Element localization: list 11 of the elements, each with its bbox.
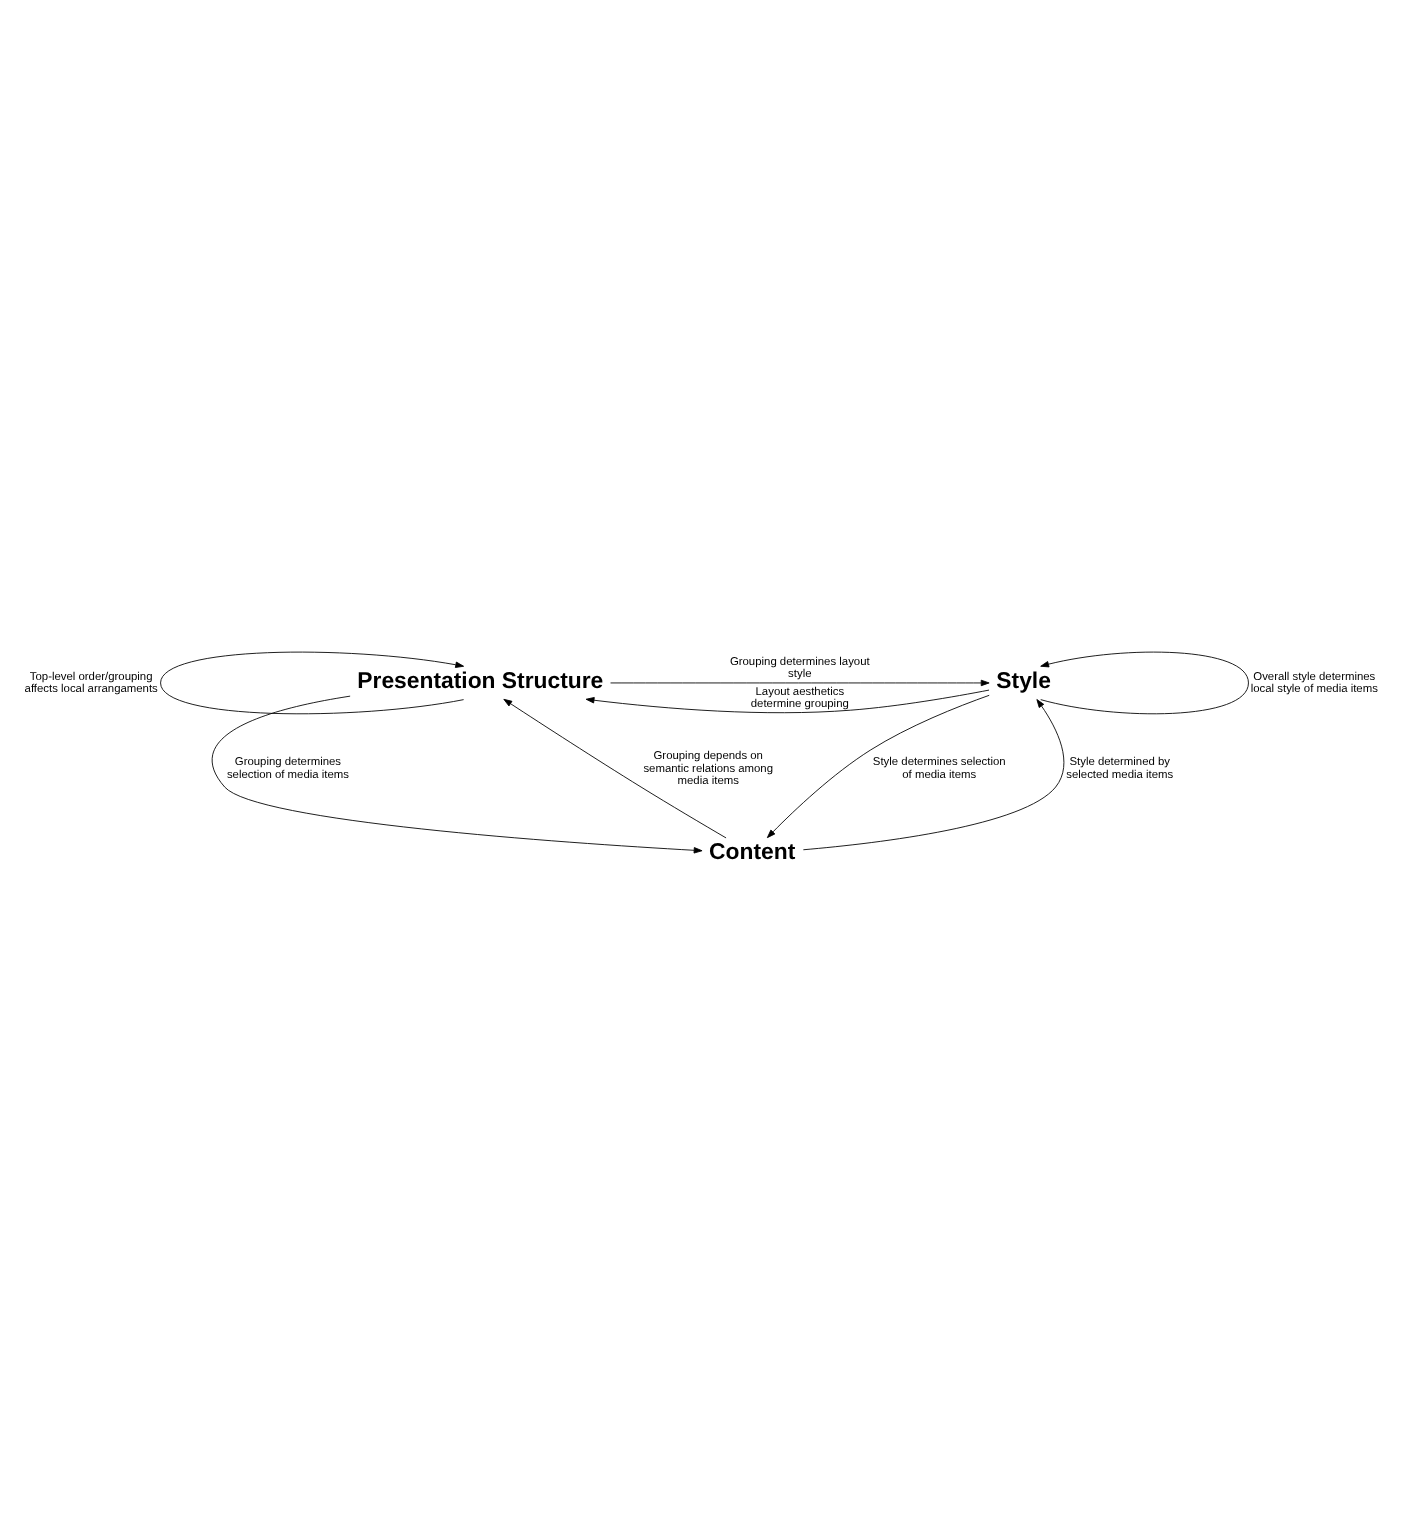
arrow [503, 697, 727, 838]
arrow [160, 650, 465, 714]
arrow [766, 693, 990, 838]
arrow [585, 688, 990, 713]
node-text: Style [996, 668, 1051, 693]
node-text: Content [709, 839, 796, 864]
arrow [211, 694, 703, 853]
arrow [610, 678, 990, 686]
node-text: Presentation Structure [357, 668, 604, 693]
arrow [802, 698, 1065, 850]
arrow [1040, 650, 1249, 714]
